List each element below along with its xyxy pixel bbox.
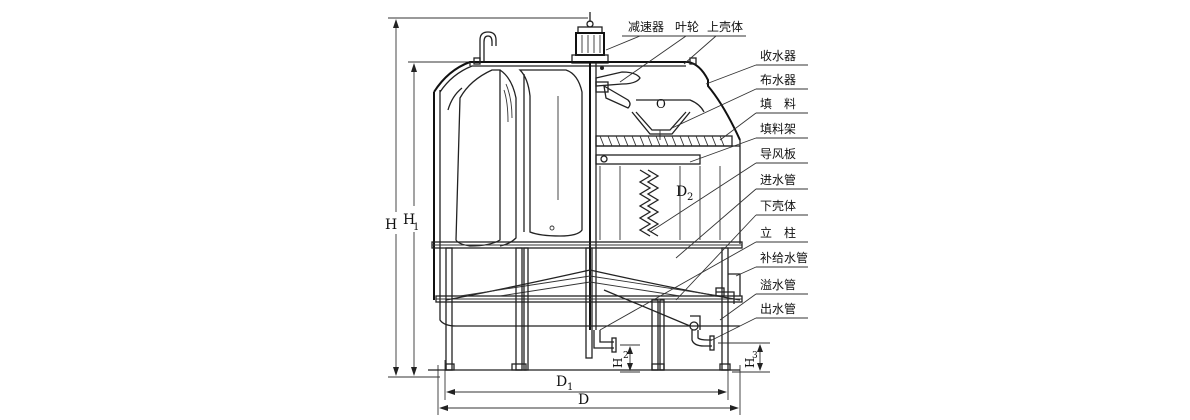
label-lower-shell: 下壳体 (760, 199, 796, 213)
top-callouts: 减速器 叶轮 上壳体 (605, 20, 746, 83)
label-column: 立 柱 (760, 225, 796, 240)
callout-lower-shell: 下壳体 (675, 199, 808, 301)
dim-h-label: H (385, 217, 397, 233)
label-overflow-pipe: 溢水管 (760, 277, 796, 292)
label-water-collector: 收水器 (760, 49, 796, 63)
fill-packing: D 2 (595, 135, 741, 244)
dim-h2-label: H (611, 358, 625, 368)
legs (428, 247, 740, 371)
callout-water-distributor: 布水器 (671, 73, 808, 129)
callout-outlet-pipe: 出水管 (711, 301, 808, 341)
dimension-d1: D 1 (444, 360, 729, 400)
dimension-h1: H 1 (402, 61, 478, 376)
callout-inlet-pipe: 进水管 (675, 172, 808, 259)
label-fill: 填 料 (760, 97, 796, 111)
label-fill-rack: 填料架 (760, 122, 796, 136)
lower-shell (435, 269, 743, 327)
callout-fill: 填 料 (719, 97, 808, 141)
label-makeup-pipe: 补给水管 (760, 250, 808, 265)
label-reducer: 减速器 (628, 20, 664, 34)
dim-d1-label: D (556, 374, 567, 390)
callout-air-guide: 导风板 (649, 147, 808, 233)
callout-fill-rack: 填料架 (689, 122, 808, 163)
dim-d2-label: D (676, 184, 687, 200)
middle-frame (431, 241, 743, 249)
vent-hook-pipe (479, 31, 497, 62)
label-upper-shell: 上壳体 (707, 20, 743, 34)
dimension-h: H (384, 17, 588, 378)
right-pipes: H 3 (689, 273, 770, 373)
callout-overflow-pipe: 溢水管 (719, 277, 808, 321)
label-air-guide: 导风板 (760, 147, 796, 161)
dimension-d: D (437, 365, 741, 415)
water-distributor: O (631, 97, 705, 140)
label-outlet-pipe: 出水管 (760, 301, 796, 316)
dim-h3-sub: 3 (752, 351, 758, 361)
dim-h1-sub: 1 (413, 222, 419, 233)
dim-h1-label: H (403, 212, 415, 228)
right-callouts: 收水器 布水器 填 料 填料架 导风板 进水管 (599, 49, 808, 341)
label-inlet-pipe: 进水管 (760, 172, 796, 187)
dim-d2-sub: 2 (687, 192, 693, 203)
outlet-left: H 2 (593, 330, 640, 373)
callout-column: 立 柱 (599, 225, 808, 331)
dim-h2-sub: 2 (623, 351, 629, 361)
callout-water-collector: 收水器 (705, 49, 808, 85)
callout-makeup-pipe: 补给水管 (735, 250, 808, 277)
upper-shell (433, 57, 741, 330)
dim-h3-label: H (743, 358, 757, 368)
label-impeller: 叶轮 (675, 20, 699, 34)
dim-d-label: D (578, 392, 589, 408)
reducer-motor (571, 12, 609, 64)
dim-d1-sub: 1 (567, 382, 573, 393)
o-mark: O (656, 97, 666, 111)
label-water-distributor: 布水器 (760, 73, 796, 87)
impeller (595, 66, 641, 109)
